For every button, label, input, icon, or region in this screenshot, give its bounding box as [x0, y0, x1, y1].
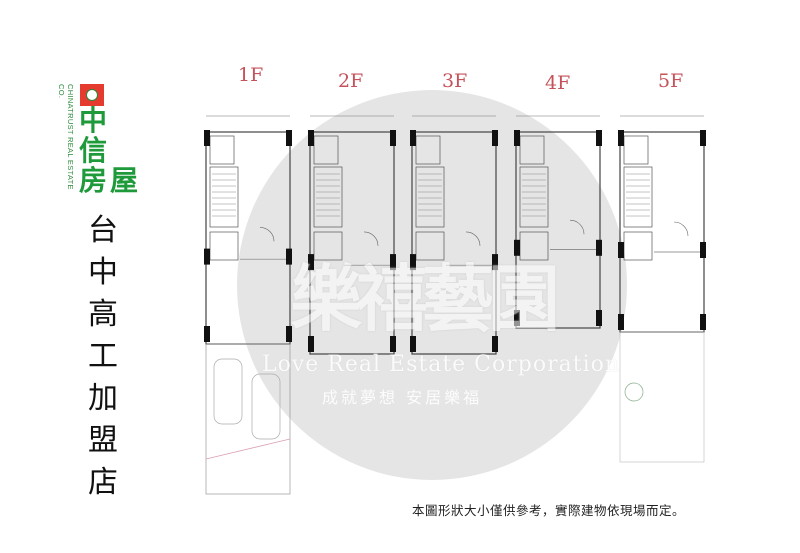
- watermark-slogan: 成就夢想 安居樂福: [322, 388, 483, 407]
- chinatrust-logo: CHINATRUST REAL ESTATE CO. 中 信 房 屋: [57, 84, 146, 199]
- watermark-circle: [237, 90, 627, 480]
- floor-plan-4f: [514, 115, 602, 329]
- floor-plan-3f: [410, 115, 498, 355]
- floor-plan-5f: [618, 115, 706, 463]
- logo-char: 房: [79, 164, 108, 197]
- logo-english: CHINATRUST REAL ESTATE CO.: [57, 84, 75, 190]
- logo-char: 中: [79, 104, 108, 137]
- floor-label-3f: 3F: [442, 70, 468, 92]
- store-name: 台 中 高 工 加 盟 店: [88, 213, 118, 500]
- watermark-company-name: 樂禧藝園: [290, 257, 560, 341]
- floor-label-4f: 4F: [545, 72, 571, 94]
- floor-plan-1f: [204, 115, 292, 495]
- logo-emblem-icon: [80, 84, 104, 106]
- logo-char: 信: [79, 134, 108, 167]
- floor-label-2f: 2F: [338, 70, 364, 92]
- floor-label-5f: 5F: [658, 70, 684, 92]
- logo-char: 屋: [110, 164, 139, 197]
- floor-label-1f: 1F: [238, 64, 264, 86]
- disclaimer-note: 本圖形狀大小僅供參考，實際建物依現場而定。: [412, 503, 686, 518]
- floor-plan-2f: [308, 115, 396, 355]
- watermark-english: Love Real Estate Corporation: [262, 352, 621, 377]
